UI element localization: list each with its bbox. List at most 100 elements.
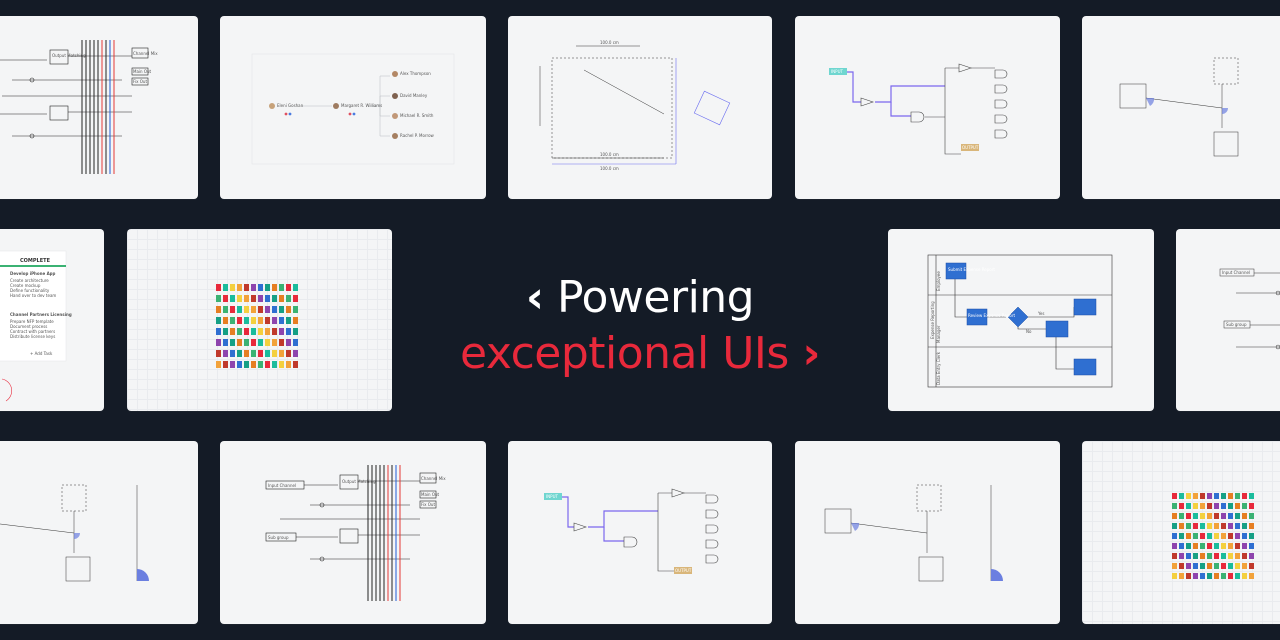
product-item — [1235, 533, 1240, 539]
person-name: Michael R. Smith — [400, 113, 434, 118]
product-item — [1179, 553, 1184, 559]
product-item — [1172, 543, 1177, 549]
product-item — [1242, 553, 1247, 559]
product-item — [1228, 503, 1233, 509]
product-item — [230, 306, 235, 313]
product-item — [293, 361, 298, 368]
kanban-item: Document process — [10, 324, 47, 329]
product-item — [1193, 553, 1198, 559]
product-item — [279, 328, 284, 335]
product-item — [1214, 553, 1219, 559]
product-item — [251, 350, 256, 357]
product-item — [244, 295, 249, 302]
product-item — [265, 284, 270, 291]
product-item — [1172, 533, 1177, 539]
product-item — [265, 350, 270, 357]
product-item — [1228, 533, 1233, 539]
product-item — [1228, 543, 1233, 549]
product-item — [1249, 563, 1254, 569]
product-item — [1228, 493, 1233, 499]
product-item — [279, 317, 284, 324]
product-item — [1207, 573, 1212, 579]
product-item — [223, 284, 228, 291]
product-item — [237, 295, 242, 302]
product-item — [1242, 573, 1247, 579]
product-item — [223, 306, 228, 313]
product-item — [1200, 563, 1205, 569]
product-item — [251, 284, 256, 291]
geometry-card — [795, 441, 1060, 624]
product-item — [1193, 563, 1198, 569]
geometry-drawing — [1119, 57, 1239, 157]
product-item — [1235, 553, 1240, 559]
lane-name: Employee — [936, 271, 941, 291]
shelf-planogram-card — [127, 229, 392, 411]
product-item — [1186, 513, 1191, 519]
product-item — [279, 306, 284, 313]
circuit-label: Channel Mix — [133, 51, 158, 56]
kanban-item: Define functionality — [10, 288, 50, 293]
dimension-drawing: 100.0 cm 100.0 cm 100.0 cm — [539, 40, 731, 171]
product-item — [230, 295, 235, 302]
product-item — [1221, 523, 1226, 529]
product-item — [286, 361, 291, 368]
product-item — [286, 306, 291, 313]
product-item — [244, 328, 249, 335]
product-item — [1193, 543, 1198, 549]
product-item — [216, 339, 221, 346]
product-item — [1207, 543, 1212, 549]
product-item — [1249, 493, 1254, 499]
product-item — [1235, 503, 1240, 509]
product-item — [1193, 523, 1198, 529]
product-item — [1242, 563, 1247, 569]
product-item — [1242, 523, 1247, 529]
geometry-card — [1082, 16, 1280, 199]
product-item — [1186, 493, 1191, 499]
logic-gates-diagram: INPUT OUTPUT — [829, 63, 1008, 155]
shelf-planogram-card — [1082, 441, 1280, 624]
product-item — [251, 361, 256, 368]
circuit-label: Fix Out — [133, 79, 147, 84]
circuit-label: Fix Out — [421, 502, 435, 507]
product-item — [251, 328, 256, 335]
product-item — [286, 295, 291, 302]
logic-gates-card: INPUT OUTPUT — [795, 16, 1060, 199]
product-item — [1249, 523, 1254, 529]
flow-yes: Yes — [1037, 311, 1044, 316]
product-item — [1228, 513, 1233, 519]
circuit-label: Input Channel — [268, 483, 296, 488]
swimlane-flowchart: Expense Reporting Employee Manager Data … — [927, 254, 1113, 388]
output-node — [674, 567, 692, 574]
product-item — [223, 295, 228, 302]
product-item — [237, 317, 242, 324]
product-item — [216, 317, 221, 324]
headline-text-2: exceptional UIs — [460, 328, 789, 379]
product-item — [265, 295, 270, 302]
org-chart: Eleni Goshan Margaret R. Williams Alex T… — [251, 53, 455, 165]
product-item — [230, 328, 235, 335]
product-item — [272, 317, 277, 324]
product-item — [244, 339, 249, 346]
product-item — [1207, 553, 1212, 559]
product-item — [272, 339, 277, 346]
chevron-right-icon: › — [802, 328, 820, 379]
product-item — [1235, 543, 1240, 549]
product-item — [1214, 533, 1219, 539]
product-item — [1193, 533, 1198, 539]
product-item — [1200, 553, 1205, 559]
flow-node — [1073, 298, 1097, 316]
product-item — [1207, 533, 1212, 539]
product-item — [1221, 533, 1226, 539]
product-item — [293, 295, 298, 302]
product-item — [286, 339, 291, 346]
headline-line-2: exceptional UIs › — [0, 326, 1280, 382]
kanban-item: Create architecture — [10, 278, 49, 283]
product-item — [1214, 523, 1219, 529]
product-item — [1249, 533, 1254, 539]
product-item — [1172, 503, 1177, 509]
product-item — [1228, 523, 1233, 529]
person-name: Alex Thompson — [400, 71, 431, 76]
product-item — [251, 339, 256, 346]
add-task-link[interactable]: + Add Task — [30, 351, 53, 356]
product-item — [1186, 533, 1191, 539]
